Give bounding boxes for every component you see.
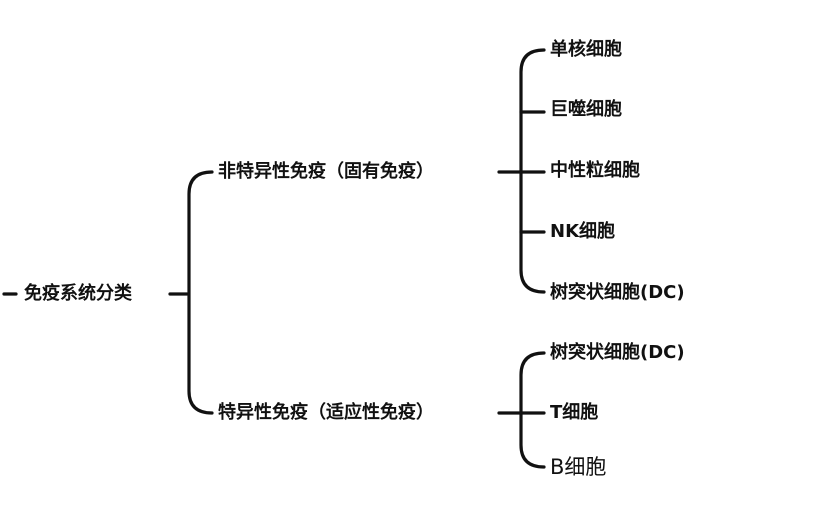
branch-1-child-label: 巨噬细胞 — [550, 99, 622, 120]
branch-2-label: 特异性免疫（适应性免疫） — [218, 402, 434, 423]
branch-1-child-label: 单核细胞 — [550, 39, 622, 60]
branch-1-label: 非特异性免疫（固有免疫） — [218, 161, 434, 182]
branch-2-child-label: B细胞 — [550, 455, 607, 479]
branch-2-child-label: 树突状细胞(DC) — [550, 342, 685, 363]
branch-1-child-label: NK细胞 — [550, 221, 616, 242]
branch-1-child-label: 树突状细胞(DC) — [550, 282, 685, 303]
branch-2-bracket — [519, 351, 546, 469]
branch-2-child-label: T细胞 — [550, 402, 599, 423]
root-node-label: 免疫系统分类 — [24, 283, 132, 304]
root-bracket — [187, 170, 214, 415]
branch-1-child-label: 中性粒细胞 — [550, 160, 640, 181]
